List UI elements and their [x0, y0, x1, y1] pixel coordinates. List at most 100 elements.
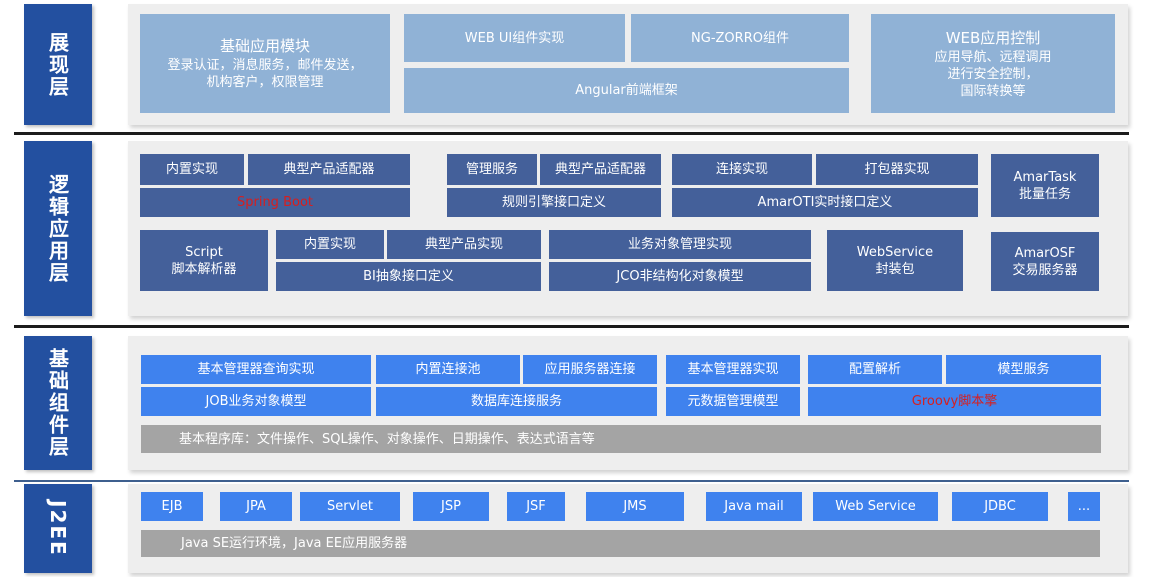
box-builtin-impl: 内置实现 [140, 154, 244, 185]
box-amartask-line: 批量任务 [1018, 186, 1071, 202]
box-ng-zorro-components: NG-ZORRO组件 [631, 14, 849, 62]
layer-presentation-label-text: 展现层 [45, 31, 70, 98]
box-job-object-model: JOB业务对象模型 [141, 387, 371, 416]
box-product-adapter-text: 典型产品适配器 [283, 162, 375, 177]
box-config-parse-text: 配置解析 [848, 362, 901, 377]
box-web-ui-components: WEB UI组件实现 [404, 14, 625, 62]
box-product-adapter-2-text: 典型产品适配器 [554, 162, 646, 177]
box-builtin-pool-text: 内置连接池 [415, 362, 481, 377]
box-db-conn-service-text: 数据库连接服务 [470, 394, 562, 409]
box-builtin-pool: 内置连接池 [376, 355, 520, 384]
box-jpa-text: JPA [246, 499, 266, 514]
box-basic-manager-query: 基本管理器查询实现 [141, 355, 371, 384]
box-groovy-engine: Groovy脚本擎 [808, 387, 1101, 416]
box-amartask-line: AmarTask [1013, 169, 1077, 185]
box-connection-impl-text: 连接实现 [715, 162, 768, 177]
box-business-object-impl: 业务对象管理实现 [549, 230, 811, 259]
box-config-parse: 配置解析 [808, 355, 942, 384]
layer-component-label-text: 基础组件层 [45, 348, 70, 458]
box-spring-boot: Spring Boot [140, 188, 410, 217]
box-script-parser: Script 脚本解析器 [140, 230, 268, 291]
box-product-impl: 典型产品实现 [387, 230, 541, 259]
layer-presentation-label: 展现层 [24, 4, 92, 125]
box-jdbc: JDBC [952, 492, 1048, 521]
box-jpa: JPA [220, 492, 292, 521]
box-bi-interface-text: BI抽象接口定义 [363, 269, 454, 284]
box-connection-impl: 连接实现 [672, 154, 812, 185]
layer-separator [14, 132, 1129, 135]
box-basic-manager-query-text: 基本管理器查询实现 [197, 362, 315, 377]
box-manage-service-text: 管理服务 [465, 162, 518, 177]
box-product-adapter: 典型产品适配器 [248, 154, 410, 185]
box-jsf: JSF [507, 492, 565, 521]
box-web-app-control-line: 应用导航、远程调用 [934, 49, 1052, 65]
layer-component-label: 基础组件层 [24, 336, 92, 470]
box-app-server-conn-text: 应用服务器连接 [544, 362, 636, 377]
box-java-runtime-text: Java SE运行环境，Java EE应用服务器 [181, 536, 408, 551]
box-basic-manager-impl: 基本管理器实现 [666, 355, 800, 384]
layer-separator [14, 480, 1129, 482]
box-webservice-wrapper-line: 封装包 [875, 261, 915, 277]
box-amartask: AmarTask 批量任务 [991, 154, 1099, 217]
box-angular-framework: Angular前端框架 [404, 68, 849, 113]
box-basic-app-module-line: 机构客户，权限管理 [206, 75, 324, 90]
box-model-service-text: 模型服务 [997, 362, 1050, 377]
box-app-server-conn: 应用服务器连接 [523, 355, 657, 384]
box-basic-library-text: 基本程序库：文件操作、SQL操作、对象操作、日期操作、表达式语言等 [179, 431, 595, 447]
box-jdbc-text: JDBC [984, 499, 1016, 514]
box-packager-impl-text: 打包器实现 [864, 162, 930, 177]
box-rule-engine-interface-text: 规则引擎接口定义 [501, 195, 606, 210]
box-web-app-control-line: 国际转换等 [960, 83, 1026, 99]
box-builtin-impl-text: 内置实现 [165, 162, 218, 177]
box-model-service: 模型服务 [946, 355, 1101, 384]
box-basic-manager-impl-text: 基本管理器实现 [687, 362, 779, 377]
box-product-adapter-2: 典型产品适配器 [540, 154, 661, 185]
box-amarotl-interface-text: AmarOTI实时接口定义 [757, 195, 893, 210]
box-angular-framework-text: Angular前端框架 [575, 83, 678, 98]
layer-j2ee-label-text: J2EE [46, 500, 70, 557]
box-builtin-impl-2-text: 内置实现 [303, 237, 356, 252]
box-spring-boot-text: Spring Boot [236, 195, 313, 210]
box-basic-app-module: 基础应用模块 登录认证，消息服务，邮件发送， 机构客户，权限管理 [140, 14, 390, 113]
box-jco-model: JCO非结构化对象模型 [549, 262, 811, 291]
box-business-object-impl-text: 业务对象管理实现 [627, 237, 732, 252]
box-builtin-impl-2: 内置实现 [276, 230, 384, 259]
box-metadata-model-text: 元数据管理模型 [687, 394, 779, 409]
box-amarosf-line: 交易服务器 [1012, 262, 1078, 278]
box-web-app-control-title: WEB应用控制 [945, 28, 1041, 47]
box-web-service: Web Service [813, 492, 938, 521]
box-metadata-model: 元数据管理模型 [666, 387, 800, 416]
box-basic-app-module-line: 登录认证，消息服务，邮件发送， [167, 58, 363, 73]
box-web-app-control-line: 进行安全控制， [947, 66, 1039, 82]
box-jsp: JSP [413, 492, 489, 521]
box-rule-engine-interface: 规则引擎接口定义 [447, 188, 661, 217]
box-product-impl-text: 典型产品实现 [424, 237, 503, 252]
box-manage-service: 管理服务 [447, 154, 537, 185]
box-ejb: EJB [141, 492, 203, 521]
box-web-app-control: WEB应用控制 应用导航、远程调用 进行安全控制， 国际转换等 [871, 14, 1115, 113]
box-db-conn-service: 数据库连接服务 [376, 387, 657, 416]
box-job-object-model-text: JOB业务对象模型 [205, 394, 307, 409]
box-java-mail: Java mail [706, 492, 802, 521]
box-jms: JMS [586, 492, 684, 521]
box-jms-text: JMS [623, 499, 647, 514]
box-script-parser-line: Script [185, 244, 223, 260]
box-webservice-wrapper-line: WebService [856, 244, 934, 260]
box-amarotl-interface: AmarOTI实时接口定义 [672, 188, 978, 217]
layer-separator [14, 325, 1129, 328]
box-web-ui-components-text: WEB UI组件实现 [464, 30, 565, 46]
box-jsf-text: JSF [526, 499, 546, 514]
layer-j2ee-label: J2EE [24, 484, 92, 573]
box-groovy-engine-text: Groovy脚本擎 [911, 394, 998, 409]
box-ejb-text: EJB [161, 499, 183, 514]
box-basic-app-module-title: 基础应用模块 [219, 37, 310, 55]
layer-logic-label-text: 逻辑应用层 [45, 173, 70, 284]
box-script-parser-line: 脚本解析器 [171, 261, 237, 277]
box-amarosf: AmarOSF 交易服务器 [991, 232, 1099, 291]
box-webservice-wrapper: WebService 封装包 [827, 230, 963, 291]
box-ng-zorro-components-text: NG-ZORRO组件 [691, 30, 789, 46]
box-bi-interface: BI抽象接口定义 [276, 262, 541, 291]
box-more: ... [1068, 492, 1100, 521]
box-more-text: ... [1077, 499, 1091, 514]
box-basic-library: 基本程序库：文件操作、SQL操作、对象操作、日期操作、表达式语言等 [141, 425, 1101, 453]
